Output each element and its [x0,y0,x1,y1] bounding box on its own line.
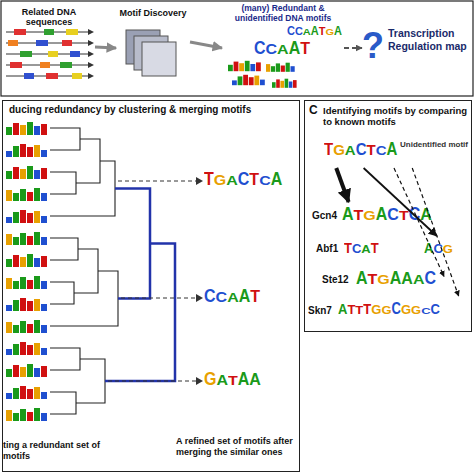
connector-arrow [95,47,116,48]
factor-name: Skn7 [308,305,332,316]
result-box: ?Transcription Regulation map [362,22,470,74]
panel-caption: ting a redundant set of motifs [3,440,103,462]
known-motif: Ste12 ATGAAAC [322,266,444,292]
factor-name: Ste12 [322,274,349,285]
connector-arrow [344,47,362,49]
question-mark: ? [362,26,384,66]
motif-set: (many) Redundant & unidentified DNA moti… [222,3,344,93]
merge-arrows [108,177,203,385]
node-title: (many) Redundant & unidentified DNA moti… [222,3,344,23]
motif-logo: CCAATGA [262,26,342,37]
known-motif: Gcn4 ATGACTCA [312,202,434,230]
connector-arrow [336,168,348,202]
query-motif: TGACTCAUnidentified motif [318,134,470,168]
panel-box: C Identifying motifs by comparing to know… [304,100,472,332]
known-motif: Abf1 TCAT ACG [312,236,468,262]
node-title: Motif Discovery [116,8,190,18]
connector-arrow [364,168,437,236]
panel-box: ducing redundancy by clustering & mergin… [2,100,300,472]
motif-logo: TCAT [344,242,379,255]
connector-arrow [190,42,222,48]
motif-logo: CCAAT [232,41,332,57]
motif-logo: ATGAAAC [356,271,436,287]
panel-letter: C [309,103,318,117]
motif-logo: ACG [424,242,453,255]
merged-logo: TGACTCA [204,172,296,188]
redundant-logo-column [6,122,47,421]
panel-caption: A refined set of motifs after merging th… [176,436,298,458]
factor-name: Gcn4 [312,210,337,221]
connector-arrow [394,168,444,276]
known-motif: Skn7 ATTTGGCGGCC [308,296,470,324]
motif-logo: ATGACTCA [342,207,432,223]
connector-arrow [412,168,458,296]
discovery-step: Motif Discovery [116,4,190,80]
node-title: Transcription Regulation map [388,27,470,53]
factor-name: Abf1 [316,243,338,254]
panel-title: ducing redundancy by clustering & mergin… [9,104,297,116]
motif-logo: TGACTCA [324,142,397,157]
merged-logo: GATAA [204,372,296,388]
merge-bracket [105,189,175,382]
dendrogram [50,128,118,414]
panel-title: Identifying motifs by comparing to known… [323,105,469,127]
discovery-icon [126,30,176,76]
node-title: Related DNA sequences [3,7,95,27]
motif-logo-stack [228,61,297,88]
panel-frame [1,1,473,96]
merged-logo: CCAAT [204,289,296,305]
sequence-set: Related DNA sequences [3,3,95,91]
motif-logo: ATTTGGCGGCC [338,303,440,316]
dna-sequences [6,29,94,79]
motif-caption: Unidentified motif [400,140,468,150]
